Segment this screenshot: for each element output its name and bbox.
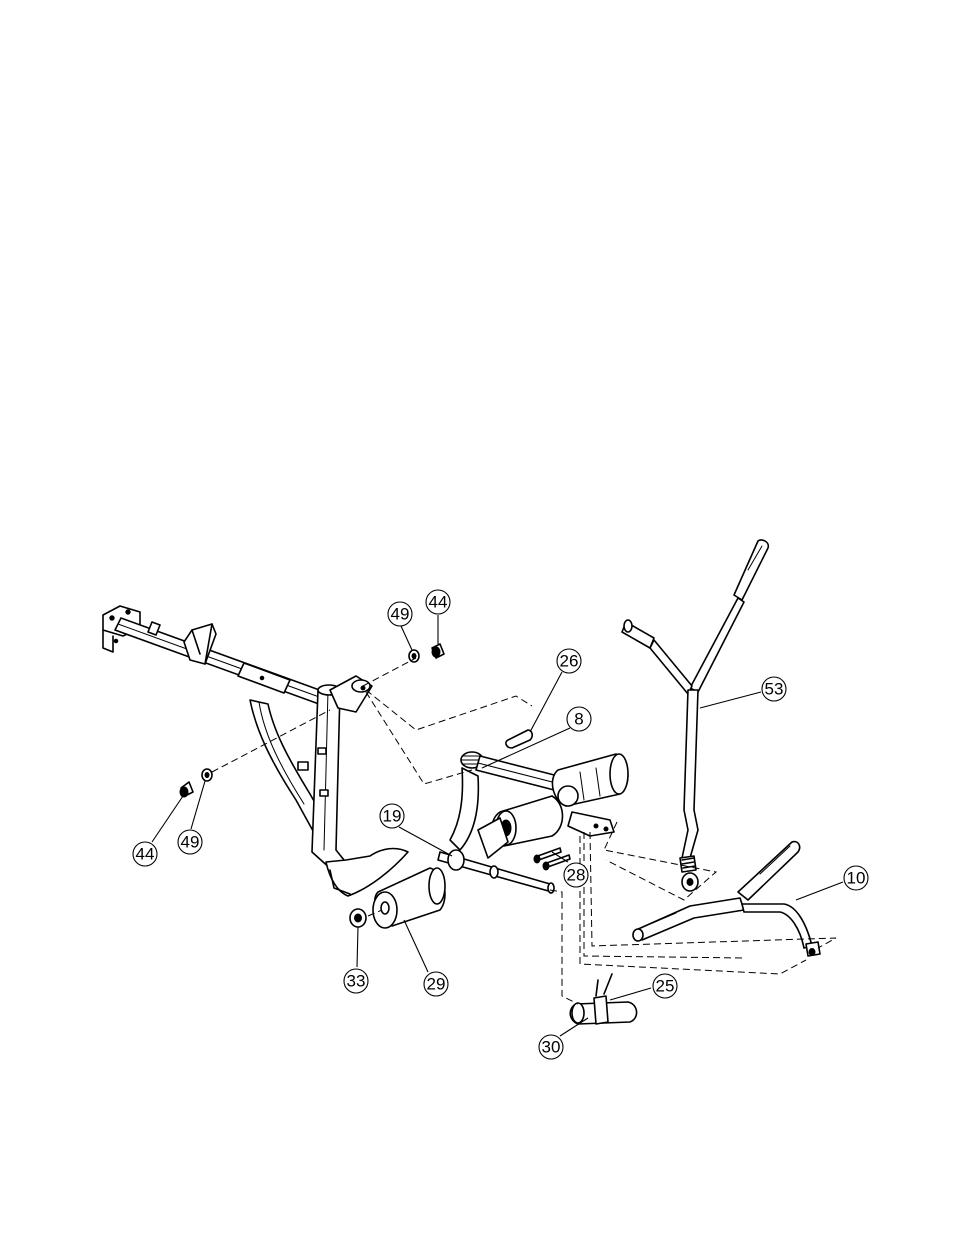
- small-pad-with-clip: [570, 974, 636, 1024]
- callout-19: 19: [380, 804, 404, 828]
- front-roller-pad: [373, 868, 445, 928]
- callout-25: 25: [653, 974, 677, 998]
- callout-28: 28: [564, 863, 588, 887]
- callout-label: 33: [347, 972, 366, 991]
- callout-label: 44: [136, 845, 155, 864]
- callout-49-left: 49: [178, 830, 202, 854]
- callout-30: 30: [539, 1035, 563, 1059]
- callout-label: 19: [383, 807, 402, 826]
- callout-label: 28: [567, 866, 586, 885]
- callout-label: 49: [181, 833, 200, 852]
- callout-label: 44: [429, 593, 448, 612]
- callout-44-left: 44: [133, 842, 157, 866]
- y-handle: [633, 842, 820, 956]
- callout-label: 29: [427, 975, 446, 994]
- callout-44-top: 44: [426, 590, 450, 614]
- callout-label: 30: [542, 1038, 561, 1057]
- callout-label: 49: [391, 605, 410, 624]
- end-cap: [350, 909, 366, 927]
- callout-label: 8: [574, 710, 583, 729]
- callout-53: 53: [762, 677, 786, 701]
- callout-label: 25: [656, 977, 675, 996]
- callout-49-top: 49: [388, 602, 412, 626]
- callout-33: 33: [344, 969, 368, 993]
- callout-29: 29: [424, 972, 448, 996]
- callout-label: 53: [765, 680, 784, 699]
- callout-10: 10: [844, 866, 868, 890]
- callout-8: 8: [567, 707, 591, 731]
- callout-label: 10: [847, 869, 866, 888]
- leg-lever-assembly: [438, 752, 628, 893]
- callout-26: 26: [557, 649, 581, 673]
- callout-label: 26: [560, 652, 579, 671]
- handle-upright: [622, 540, 768, 891]
